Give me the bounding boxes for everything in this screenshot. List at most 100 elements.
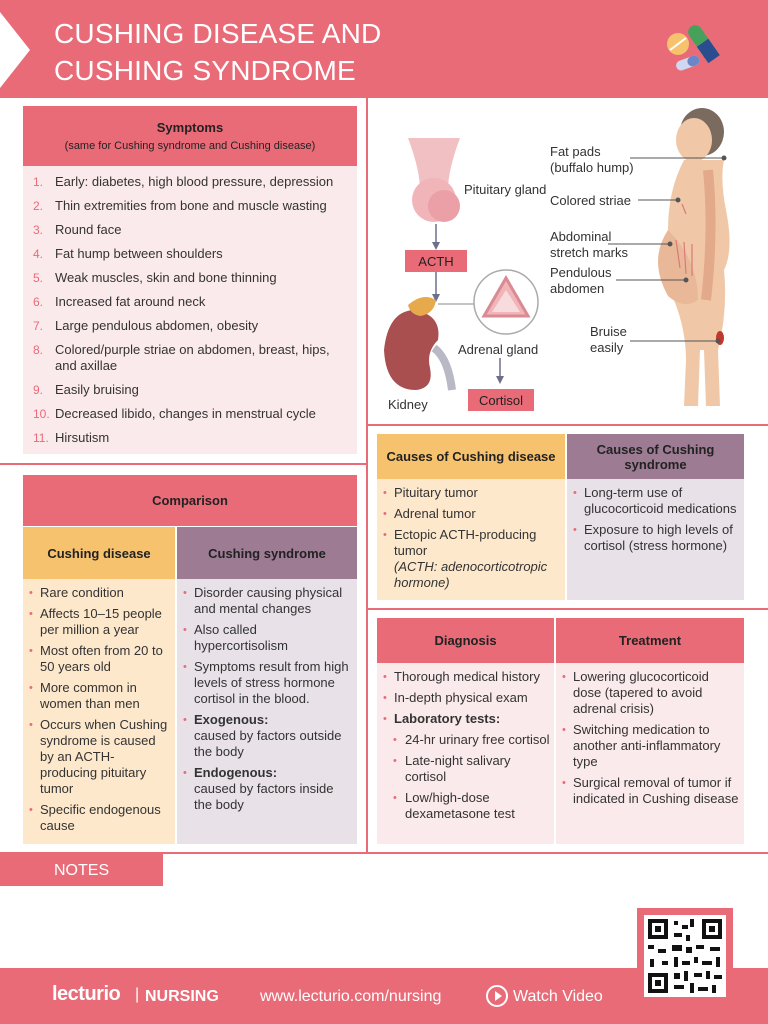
- symptom-item: 9. Easily bruising: [33, 382, 347, 398]
- symptom-text: Hirsutism: [55, 430, 110, 445]
- symptom-number: 10.: [33, 407, 50, 421]
- symptom-item: 7.Large pendulous abdomen, obesity: [33, 318, 347, 334]
- diagnosis-body: Thorough medical history In-depth physic…: [377, 663, 554, 844]
- symptom-item: 1.Early: diabetes, high blood pressure, …: [33, 174, 347, 190]
- qr-code-inner: [644, 915, 726, 997]
- symptom-text: Weak muscles, skin and bone thinning: [55, 270, 277, 285]
- symptom-number: 9.: [33, 383, 44, 397]
- symptoms-header: Symptoms (same for Cushing syndrome and …: [23, 106, 357, 166]
- causes-disease-list: Pituitary tumor Adrenal tumor Ectopic AC…: [383, 485, 561, 591]
- label-bruise: Bruise easily: [590, 324, 627, 356]
- label-pendulous: Pendulous abdomen: [550, 265, 611, 297]
- footer-nursing: NURSING: [145, 988, 219, 1005]
- exogenous-label: Exogenous:: [194, 712, 269, 727]
- label-fat-pads-2: (buffalo hump): [550, 160, 634, 175]
- list-item-exogenous: Exogenous:caused by factors outside the …: [183, 712, 353, 760]
- lecturio-logo[interactable]: lecturio: [52, 983, 121, 1005]
- label-pituitary: Pituitary gland: [464, 182, 547, 197]
- divider-vertical: [366, 98, 368, 854]
- list-item: Also called hypercortisolism: [183, 622, 353, 654]
- list-item: Pituitary tumor: [383, 485, 561, 501]
- page-title-line2: CUSHING SYNDROME: [54, 55, 356, 86]
- footer-url-link[interactable]: www.lecturio.com/nursing: [260, 988, 442, 1005]
- symptom-number: 8.: [33, 343, 44, 357]
- anatomy-illustration: [384, 108, 730, 406]
- list-item: Symptoms result from high levels of stre…: [183, 659, 353, 707]
- cortisol-tag: Cortisol: [468, 389, 534, 411]
- label-bruise-2: easily: [590, 340, 624, 355]
- pills-icon: [667, 25, 720, 71]
- label-kidney: Kidney: [388, 397, 428, 412]
- diagnosis-header: Diagnosis: [377, 618, 554, 663]
- symptom-item: 10.Decreased libido, changes in menstrua…: [33, 406, 347, 422]
- list-item: Lowering glucocorticoid dose (tapered to…: [562, 669, 740, 717]
- symptom-text: Fat hump between shoulders: [55, 246, 223, 261]
- list-item: In-depth physical exam: [383, 690, 550, 706]
- symptom-text: Thin extremities from bone and muscle wa…: [55, 198, 327, 213]
- symptoms-list: 1.Early: diabetes, high blood pressure, …: [23, 166, 357, 446]
- label-fat-pads-1: Fat pads: [550, 144, 601, 159]
- watch-video-link[interactable]: Watch Video: [513, 988, 603, 1005]
- symptom-number: 5.: [33, 271, 44, 285]
- qr-code-icon: [648, 919, 722, 993]
- symptom-number: 3.: [33, 223, 44, 237]
- symptoms-title: Symptoms: [156, 120, 224, 135]
- label-bruise-1: Bruise: [590, 324, 627, 339]
- acth-note: (ACTH: adenocorticotropic hormone): [394, 559, 548, 590]
- list-item: Ectopic ACTH-producing tumor(ACTH: adeno…: [383, 527, 561, 591]
- cushing-disease-body: Rare conditionAffects 10–15 people per m…: [23, 579, 175, 844]
- divider-bottom: [0, 852, 768, 854]
- list-item: Switching medication to another anti-inf…: [562, 722, 740, 770]
- treatment-header: Treatment: [556, 618, 744, 663]
- list-item: Adrenal tumor: [383, 506, 561, 522]
- list-item: Disorder causing physical and mental cha…: [183, 585, 353, 617]
- list-item: Low/high-dose dexametasone test: [383, 790, 550, 822]
- label-abdominal-1: Abdominal: [550, 229, 612, 244]
- symptom-item: 11. Hirsutism: [33, 430, 347, 446]
- symptom-text: Round face: [55, 222, 122, 237]
- lab-label: Laboratory tests:: [394, 711, 501, 726]
- play-icon[interactable]: [486, 985, 508, 1007]
- list-item: 24-hr urinary free cortisol: [383, 732, 550, 748]
- symptom-number: 4.: [33, 247, 44, 261]
- list-item: Rare condition: [29, 585, 171, 601]
- symptom-number: 11.: [33, 431, 49, 445]
- symptom-text: Easily bruising: [55, 382, 139, 397]
- list-item: Late-night salivary cortisol: [383, 753, 550, 785]
- symptom-item: 5. Weak muscles, skin and bone thinning: [33, 270, 347, 286]
- symptom-item: 8. Colored/purple striae on abdomen, brea…: [33, 342, 347, 374]
- cushing-syndrome-header: Cushing syndrome: [177, 527, 357, 579]
- symptoms-panel: Symptoms (same for Cushing syndrome and …: [23, 106, 357, 454]
- symptom-number: 7.: [33, 319, 44, 333]
- divider-right-mid: [366, 608, 768, 610]
- list-item: More common in women than men: [29, 680, 171, 712]
- treatment-list: Lowering glucocorticoid dose (tapered to…: [562, 669, 740, 807]
- label-abdominal: Abdominal stretch marks: [550, 229, 628, 261]
- cushing-syndrome-list: Disorder causing physical and mental cha…: [183, 585, 353, 813]
- qr-code[interactable]: [637, 908, 733, 1004]
- cushing-disease-list: Rare conditionAffects 10–15 people per m…: [29, 585, 171, 834]
- treatment-body: Lowering glucocorticoid dose (tapered to…: [556, 663, 744, 844]
- list-item: Exposure to high levels of cortisol (str…: [573, 522, 740, 554]
- divider-right-top: [366, 424, 768, 426]
- comparison-header: Comparison: [23, 475, 357, 526]
- label-pendulous-1: Pendulous: [550, 265, 612, 280]
- symptom-item: 3. Round face: [33, 222, 347, 238]
- causes-disease-header: Causes of Cushing disease: [377, 434, 565, 479]
- list-item: Specific endogenous cause: [29, 802, 171, 834]
- label-abdominal-2: stretch marks: [550, 245, 629, 260]
- notes-label: NOTES: [0, 854, 163, 886]
- symptom-text: Colored/purple striae on abdomen, breast…: [55, 342, 330, 373]
- causes-syndrome-body: Long-term use of glucocorticoid medicati…: [567, 479, 744, 600]
- footer-separator: |: [135, 986, 140, 1003]
- causes-disease-body: Pituitary tumor Adrenal tumor Ectopic AC…: [377, 479, 565, 600]
- header-banner: CUSHING DISEASE AND CUSHING SYNDROME: [0, 0, 768, 98]
- causes-syndrome-header: Causes of Cushing syndrome: [567, 434, 744, 479]
- divider-left: [0, 463, 366, 465]
- symptom-number: 6.: [33, 295, 44, 309]
- label-adrenal: Adrenal gland: [458, 342, 539, 357]
- symptom-number: 2.: [33, 199, 44, 213]
- symptom-item: 4. Fat hump between shoulders: [33, 246, 347, 262]
- list-item: Affects 10–15 people per million a year: [29, 606, 171, 638]
- list-item: Surgical removal of tumor if indicated i…: [562, 775, 740, 807]
